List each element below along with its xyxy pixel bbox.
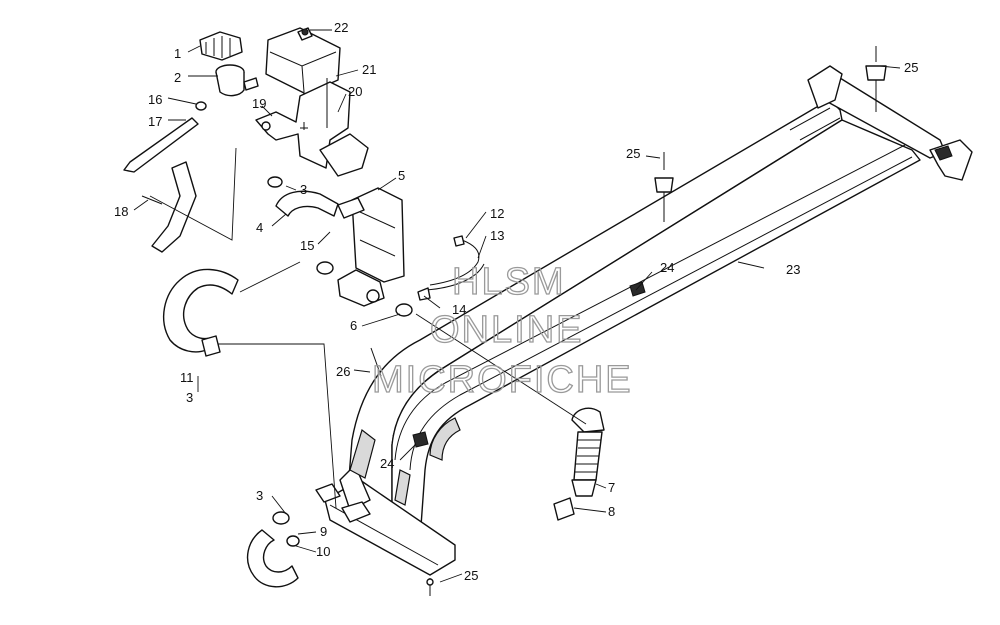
callout-26: 26 (336, 364, 350, 379)
callout-21: 21 (362, 62, 376, 77)
tunnel-cooler-assembly (324, 65, 973, 576)
callout-17: 17 (148, 114, 162, 129)
callout-20: 20 (348, 84, 362, 99)
screw-19 (300, 122, 308, 130)
callout-labels: 1 2 16 17 18 19 20 21 22 3 4 5 15 12 13 … (114, 20, 918, 583)
callout-11: 11 (180, 370, 194, 385)
clamp-10 (286, 535, 300, 547)
fitting-5-inlet (337, 197, 365, 219)
hose-9 (246, 529, 299, 588)
thermostat-housing (337, 187, 405, 307)
callout-24-lower: 24 (380, 456, 394, 471)
hose-7 (571, 407, 605, 497)
screw-18 (141, 195, 163, 205)
callout-7: 7 (608, 480, 615, 495)
clamp-15 (366, 289, 380, 303)
fitting-lower (315, 483, 341, 503)
callout-23: 23 (786, 262, 800, 277)
bracket-18 (151, 161, 197, 253)
callout-9: 9 (320, 524, 327, 539)
callout-25-middle: 25 (626, 146, 640, 161)
watermark: HLSM ONLINE MICROFICHE (371, 260, 633, 401)
callout-3-upper: 3 (300, 182, 307, 197)
filler-neck (215, 64, 259, 97)
clamp-6 (395, 303, 413, 317)
clamp-12 (453, 235, 465, 247)
callout-3-lower: 3 (256, 488, 263, 503)
fitting-tunnel-outlet (341, 501, 371, 523)
clip-24-lower (412, 431, 429, 448)
screw-25-middle (654, 152, 674, 222)
nut-22 (301, 28, 309, 36)
callout-4: 4 (256, 220, 263, 235)
callout-10: 10 (316, 544, 330, 559)
filler-cap (199, 31, 243, 61)
clamp-3-middle (316, 261, 334, 275)
watermark-line-2: ONLINE (430, 309, 583, 351)
screw-26 (370, 347, 382, 377)
clamp-14 (417, 287, 431, 301)
callout-13: 13 (490, 228, 504, 243)
hose-4 (275, 190, 339, 217)
clamp-3-upper (267, 176, 283, 188)
callout-6: 6 (350, 318, 357, 333)
callout-12: 12 (490, 206, 504, 221)
callout-5: 5 (398, 168, 405, 183)
clamp-3-left (201, 335, 221, 357)
callout-25-top: 25 (904, 60, 918, 75)
screw-25-top-right (865, 46, 887, 112)
screw-25-bottom (426, 578, 434, 596)
callout-25-bottom: 25 (464, 568, 478, 583)
watermark-line-3: MICROFICHE (372, 359, 633, 401)
callout-8: 8 (608, 504, 615, 519)
callout-18: 18 (114, 204, 128, 219)
leader-lines (133, 29, 901, 583)
callout-24-upper: 24 (660, 260, 674, 275)
hose-11 (163, 268, 239, 353)
watermark-line-1: HLSM (452, 261, 566, 303)
clamp-16 (195, 101, 207, 111)
hose-13 (429, 239, 480, 286)
callout-1: 1 (174, 46, 181, 61)
callout-2: 2 (174, 70, 181, 85)
callout-16: 16 (148, 92, 162, 107)
callout-14: 14 (452, 302, 466, 317)
hose-17 (123, 117, 199, 173)
callout-19: 19 (252, 96, 266, 111)
clamp-3-lower (272, 511, 290, 525)
callout-22: 22 (334, 20, 348, 35)
callout-15: 15 (300, 238, 314, 253)
plug-8 (553, 497, 575, 521)
clip-24-upper (629, 281, 646, 297)
callout-3-left: 3 (186, 390, 193, 405)
